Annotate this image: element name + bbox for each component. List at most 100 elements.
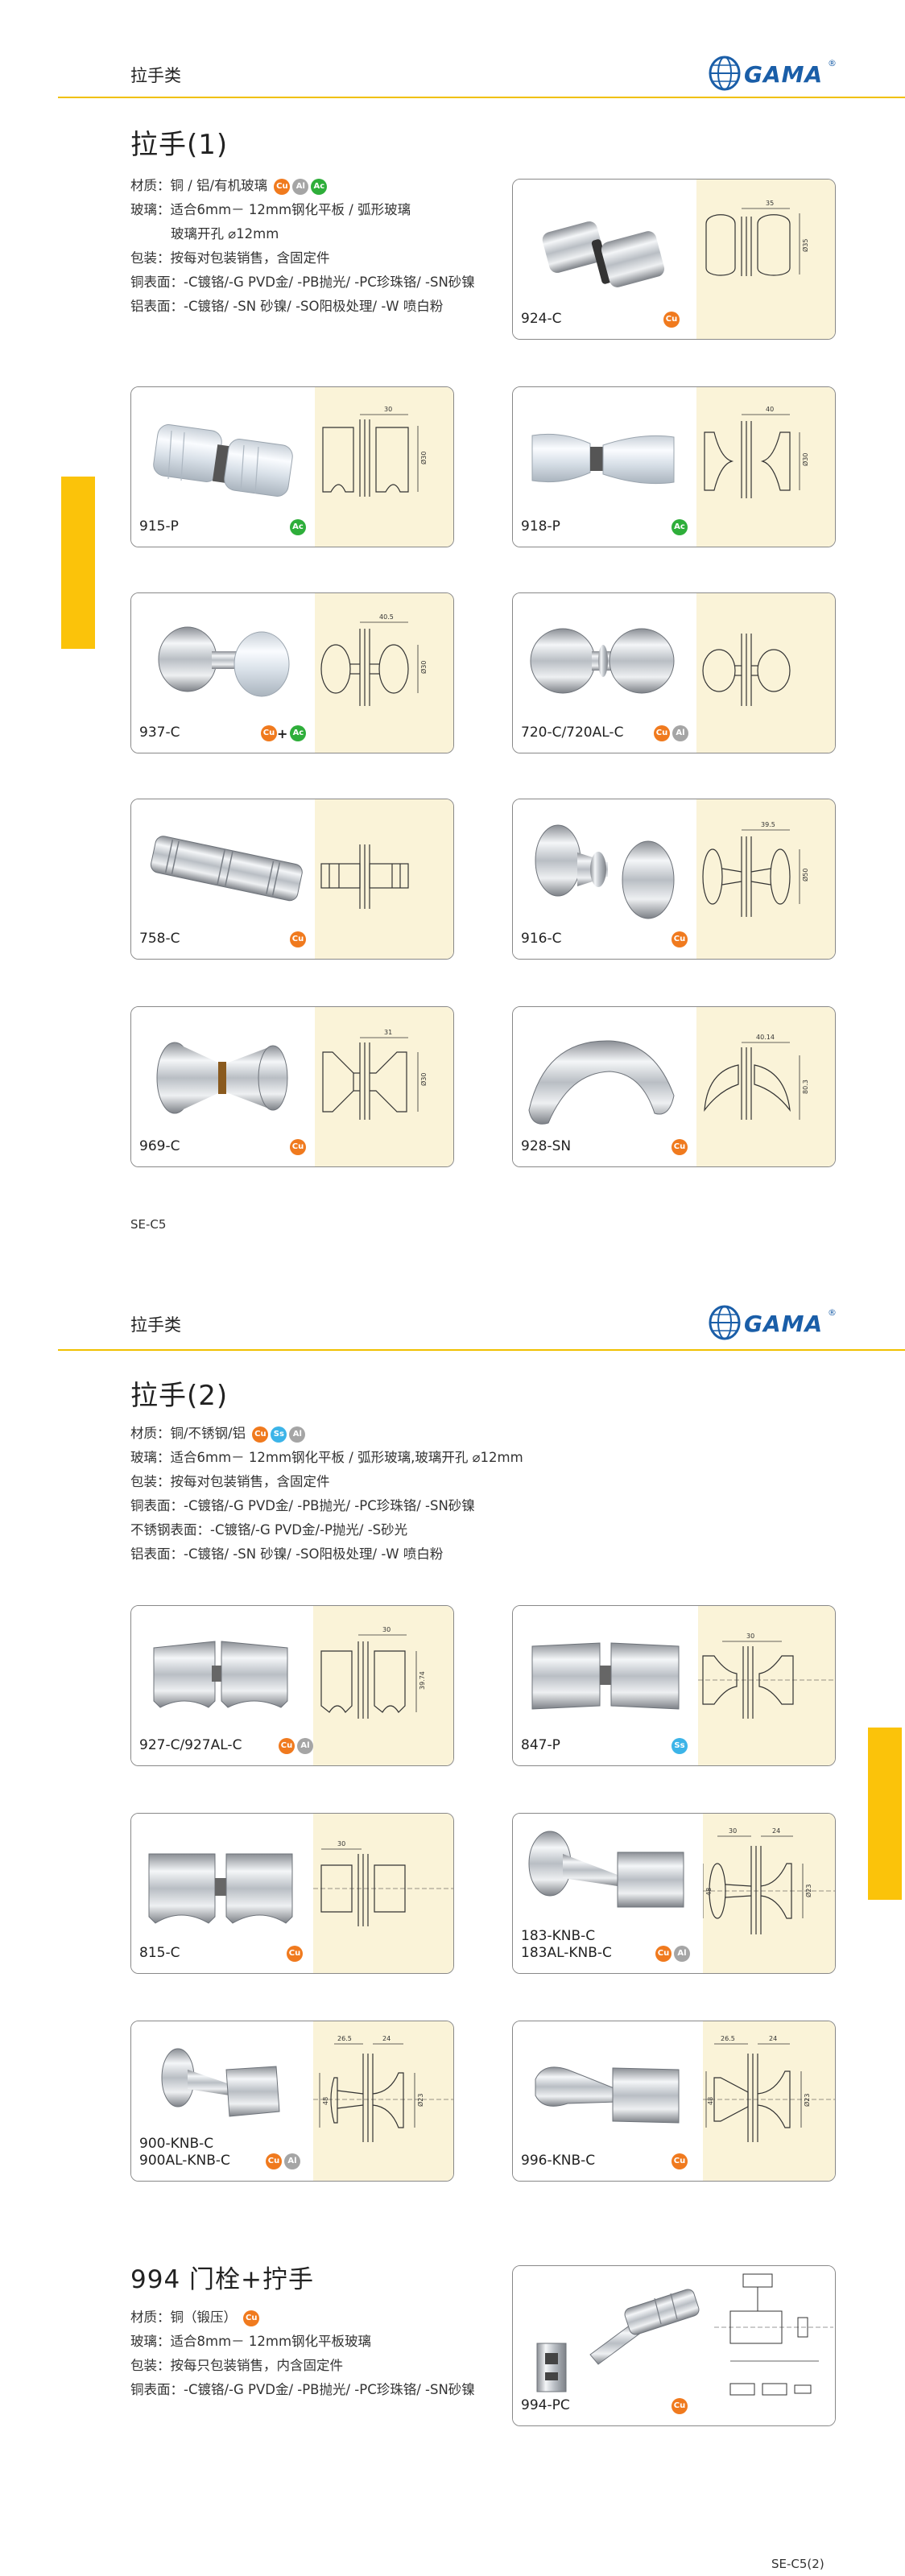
dimension-drawing: 30 39.74 (320, 1626, 426, 1719)
dim-label: Ø30 (419, 1073, 428, 1086)
product-card-815-c[interactable]: 30 815-C Cu (130, 1813, 454, 1974)
product-model: 996-KNB-C (521, 2153, 596, 2169)
dim-label: 39.74 (419, 1671, 426, 1690)
dim-label: 40.14 (756, 1034, 775, 1041)
dimension-drawing: 40 Ø30 (704, 406, 809, 498)
product-card-994-pc[interactable]: 994-PC Cu (512, 2265, 836, 2426)
logo-text: GAMA (744, 1311, 824, 1337)
knob-plate-photo-900 (161, 2048, 280, 2117)
dim-label: 24 (769, 2035, 777, 2042)
product-model: 969-C (139, 1138, 180, 1154)
dim-label: Ø30 (419, 452, 428, 464)
dim-label: 30 (382, 1626, 391, 1633)
product-card-847-p[interactable]: 30 847-P Ss (512, 1605, 836, 1766)
product-model: 815-C (139, 1945, 180, 1961)
dimension-drawing: 26.5 24 48 Ø23 (703, 2035, 835, 2142)
technical-drawing: 30 24 48 Ø23 (702, 1814, 835, 1973)
material-badge-ac: Ac (672, 519, 688, 535)
knob-plate-photo-183 (528, 1831, 684, 1908)
product-card-924-c[interactable]: 35 Ø35 924-C Cu (512, 179, 836, 340)
dim-label: Ø23 (416, 2094, 424, 2107)
dimension-drawing: 35 Ø35 (705, 200, 809, 276)
material-badge-al: Al (289, 1426, 306, 1443)
dimension-drawing: 30 (698, 1633, 835, 1719)
material-badges: Cu (669, 931, 688, 947)
gama-logo: GAMA ® (707, 50, 837, 98)
technical-drawing: 30 39.74 (313, 1606, 453, 1765)
page-number: SE-C5(2) (771, 2557, 824, 2571)
material-badge-cu: Cu (274, 178, 291, 195)
material-badge-cu: Cu (672, 2398, 688, 2414)
material-badge-al: Al (297, 1738, 313, 1754)
product-model: 758-C (139, 931, 180, 947)
product-photo (131, 593, 315, 753)
product-card-928-sn[interactable]: 40.14 80.3 928-SN Cu (512, 1006, 836, 1167)
material-badges: Ss (669, 1738, 688, 1754)
dim-label: 31 (384, 1029, 392, 1036)
product-card-969-c[interactable]: 31 Ø30 969-C Cu (130, 1006, 454, 1167)
dim-label: 80.3 (802, 1080, 809, 1094)
material-badge-ac: Ac (290, 725, 307, 741)
technical-drawing (315, 799, 453, 959)
latch-section-title: 994 门栓+拧手 (130, 2265, 314, 2294)
product-photo (131, 387, 315, 547)
header-rule (58, 1349, 905, 1351)
knob-photo-916 (535, 824, 675, 919)
product-model: 720-C/720AL-C (521, 724, 624, 741)
dim-label: 26.5 (721, 2035, 735, 2042)
technical-drawing (696, 593, 835, 753)
dim-label: 48 (707, 2097, 714, 2105)
material-badges: Cu+Ac (258, 725, 307, 741)
dim-label: 40 (766, 406, 774, 413)
dim-label: 35 (766, 200, 774, 207)
dim-label: Ø30 (419, 661, 428, 674)
material-badge-cu: Cu (266, 2153, 282, 2169)
dim-label: Ø23 (803, 2094, 811, 2107)
technical-drawing: 40 Ø30 (696, 387, 835, 547)
product-card-937-c[interactable]: 40.5 Ø30 937-C Cu+Ac (130, 592, 454, 753)
product-card-918-p[interactable]: 40 Ø30 918-P Ac (512, 386, 836, 547)
product-model: 847-P (521, 1737, 560, 1753)
dim-label: 40.5 (379, 613, 394, 621)
category-label: 拉手类 (130, 1315, 181, 1335)
square-knob-photo-927 (153, 1641, 288, 1708)
product-card-996-knb-c[interactable]: 26.5 24 48 Ø23 996-KNB-C Cu (512, 2021, 836, 2182)
dimension-drawing (702, 634, 791, 706)
page-tab-marker (868, 1728, 902, 1900)
material-badges: Cu (669, 2153, 688, 2169)
dim-label: 24 (772, 1827, 780, 1835)
product-photo (131, 1814, 313, 1973)
globe-icon (709, 1305, 741, 1340)
material-badge-ac: Ac (290, 519, 306, 535)
dim-label: 30 (384, 406, 392, 413)
product-photo (513, 1606, 698, 1765)
product-photo (513, 387, 696, 547)
product-photo (131, 1007, 315, 1166)
material-badges: Cu (287, 931, 306, 947)
product-model: 915-P (139, 518, 179, 535)
product-model: 924-C (521, 311, 562, 327)
product-photo (513, 1814, 703, 1973)
product-card-915-p[interactable]: 30 Ø30 915-P Ac (130, 386, 454, 547)
product-model: 183-KNB-C 183AL-KNB-C (521, 1928, 612, 1961)
dimension-drawing: 30 24 48 Ø23 (702, 1827, 835, 1934)
material-badge-ss: Ss (271, 1426, 287, 1443)
logo-text: GAMA (744, 61, 824, 88)
dim-label: 48 (322, 2097, 329, 2105)
product-photo (513, 593, 696, 753)
product-photo (131, 2021, 313, 2181)
knob-photo-918 (531, 433, 675, 485)
product-card-916-c[interactable]: 39.5 Ø50 916-C Cu (512, 799, 836, 960)
glass-line: 玻璃：适合6mm－ 12mm钢化平板 / 弧形玻璃 (130, 202, 411, 217)
glass-line: 玻璃：适合6mm－ 12mm钢化平板 / 弧形玻璃,玻璃开孔 ⌀12mm (130, 1450, 523, 1465)
product-card-758-c[interactable]: 758-C Cu (130, 799, 454, 960)
